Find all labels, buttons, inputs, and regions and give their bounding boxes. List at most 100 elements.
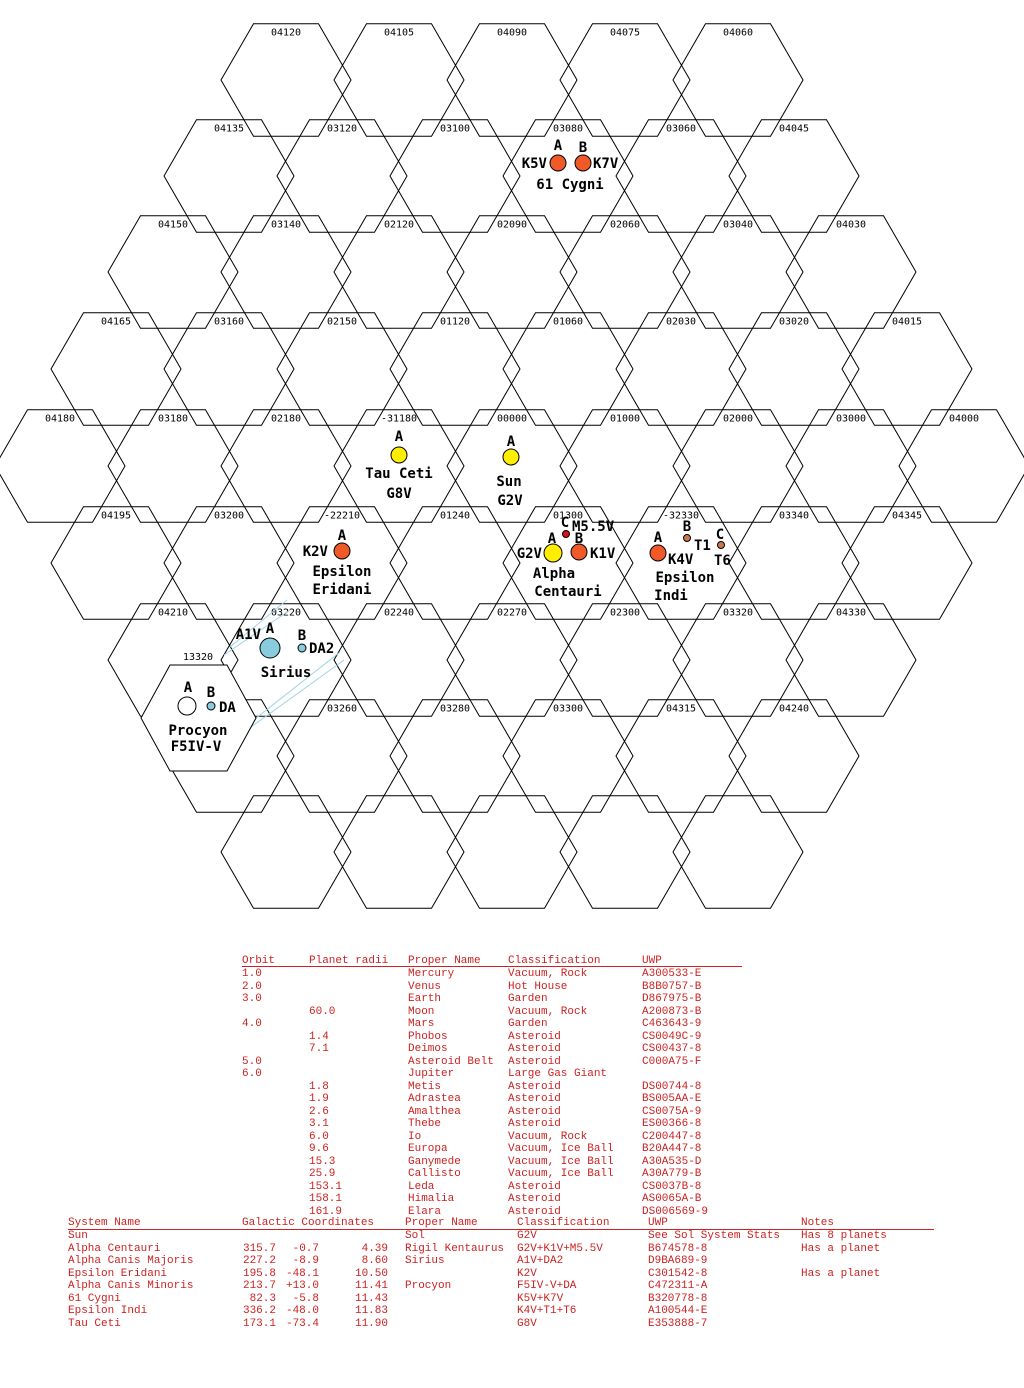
hex-cell[interactable]: [728, 506, 860, 620]
hex-cell[interactable]: [163, 119, 295, 233]
hex-cell[interactable]: [615, 119, 747, 233]
cell-c1: 227.2: [242, 1255, 276, 1267]
cell-cls: G2V+K1V+M5.5V: [517, 1242, 603, 1255]
hex-cell[interactable]: [163, 312, 295, 426]
hex-label: 00000: [497, 414, 527, 425]
hex-cell[interactable]: [276, 699, 408, 813]
hex-label: 03320: [723, 608, 753, 619]
hex-cell[interactable]: [220, 603, 352, 717]
cell-c2: +13.0: [285, 1280, 319, 1292]
hex-cell[interactable]: [898, 409, 1024, 523]
cell-orbit: 3.0: [242, 993, 262, 1005]
hex-cell[interactable]: [841, 312, 973, 426]
hex-label: 04150: [158, 220, 188, 231]
hex-cell[interactable]: [615, 506, 747, 620]
hex-cell[interactable]: [333, 795, 465, 909]
cell-name: Sol: [405, 1230, 425, 1242]
hex-cell[interactable]: [728, 119, 860, 233]
hex-cell[interactable]: [672, 795, 804, 909]
col-notes: Notes: [801, 1217, 835, 1229]
hex-cell[interactable]: [333, 215, 465, 329]
hex-cell[interactable]: [559, 215, 691, 329]
hex-cell[interactable]: [446, 409, 578, 523]
hex-cell[interactable]: [502, 312, 634, 426]
hex-cell[interactable]: [841, 506, 973, 620]
hex-cell[interactable]: [728, 699, 860, 813]
hex-cell[interactable]: [559, 409, 691, 523]
system-procyon[interactable]: A B DA Procyon F5IV-V: [168, 680, 236, 755]
procyon-hex[interactable]: [140, 664, 257, 772]
hex-cell[interactable]: [333, 603, 465, 717]
hex-cell[interactable]: [446, 603, 578, 717]
hex-label: 04030: [836, 220, 866, 231]
hex-cell[interactable]: [389, 699, 521, 813]
system-61-cygni[interactable]: A B K5V K7V 61 Cygni: [522, 138, 619, 193]
system-alpha-centauri[interactable]: C M5.5V A B G2V K1V Alpha Centauri: [517, 515, 616, 600]
hex-cell[interactable]: [728, 312, 860, 426]
cell-cls: Asteroid: [508, 1093, 561, 1105]
hex-cell[interactable]: [107, 215, 239, 329]
cell-name: Europa: [408, 1143, 448, 1155]
hex-cell[interactable]: [50, 506, 182, 620]
hex-cell[interactable]: [163, 506, 295, 620]
system-epsilon-eridani[interactable]: A K2V Epsilon Eridani: [303, 528, 372, 598]
hex-cell[interactable]: [0, 409, 126, 523]
hex-cell[interactable]: [276, 312, 408, 426]
hex-cell[interactable]: [502, 119, 634, 233]
hex-cell[interactable]: [389, 506, 521, 620]
hex-cell[interactable]: [333, 409, 465, 523]
hex-cell[interactable]: [446, 795, 578, 909]
star-a-class: K5V: [522, 156, 548, 172]
star-61-cygni-a: [549, 154, 567, 172]
cell-name: Moon: [408, 1005, 435, 1018]
cell-cls: K2V: [517, 1267, 537, 1280]
hex-cell[interactable]: [220, 23, 352, 137]
hex-cell[interactable]: [672, 409, 804, 523]
system-sirius[interactable]: A A1V B DA2 Sirius: [236, 621, 335, 681]
hex-cell[interactable]: [389, 119, 521, 233]
hex-cell[interactable]: [276, 506, 408, 620]
cell-name: Rigil Kentaurus: [405, 1242, 505, 1255]
hex-cell[interactable]: [107, 409, 239, 523]
cell-name: Procyon: [405, 1280, 452, 1292]
hex-cell[interactable]: [502, 506, 634, 620]
cell-uwp: A200873-B: [642, 1005, 702, 1018]
cell-c1: 315.7: [242, 1242, 276, 1255]
hex-cell[interactable]: [220, 215, 352, 329]
systems-header-rule: [68, 1229, 934, 1230]
star-epsilon-eridani-a: [333, 542, 351, 560]
hex-cell[interactable]: [672, 23, 804, 137]
hex-cell[interactable]: [672, 603, 804, 717]
system-sun[interactable]: A Sun G2V: [496, 434, 523, 509]
hex-cell[interactable]: [615, 312, 747, 426]
hex-cell[interactable]: [446, 23, 578, 137]
hex-cell[interactable]: [672, 215, 804, 329]
cell-uwp: CS0049C-9: [642, 1030, 702, 1043]
star-alpha-centauri-c: [562, 530, 570, 538]
hex-cell[interactable]: [559, 795, 691, 909]
cell-name: Himalia: [408, 1193, 455, 1205]
star-b-class: K1V: [590, 546, 616, 562]
hex-cell[interactable]: [785, 603, 917, 717]
hex-cell[interactable]: [276, 119, 408, 233]
hex-cell[interactable]: [559, 23, 691, 137]
cell-radii: 25.9: [309, 1168, 336, 1180]
cell-c1: 195.8: [242, 1267, 276, 1280]
hex-cell[interactable]: [333, 23, 465, 137]
hex-cell[interactable]: [389, 312, 521, 426]
hex-cell[interactable]: [559, 603, 691, 717]
hex-cell[interactable]: [615, 699, 747, 813]
hex-cell[interactable]: [502, 699, 634, 813]
hex-cell[interactable]: [785, 409, 917, 523]
system-tau-ceti[interactable]: A Tau Ceti G8V: [365, 429, 432, 502]
hex-cell[interactable]: [785, 215, 917, 329]
hex-cell[interactable]: [220, 795, 352, 909]
system-epsilon-indi[interactable]: A B C T1 K4V T6 Epsilon Indi: [649, 519, 731, 604]
hex-cell[interactable]: [220, 409, 352, 523]
hex-cell[interactable]: [50, 312, 182, 426]
hex-cell[interactable]: [446, 215, 578, 329]
cell-uwp: B320778-8: [648, 1292, 708, 1305]
